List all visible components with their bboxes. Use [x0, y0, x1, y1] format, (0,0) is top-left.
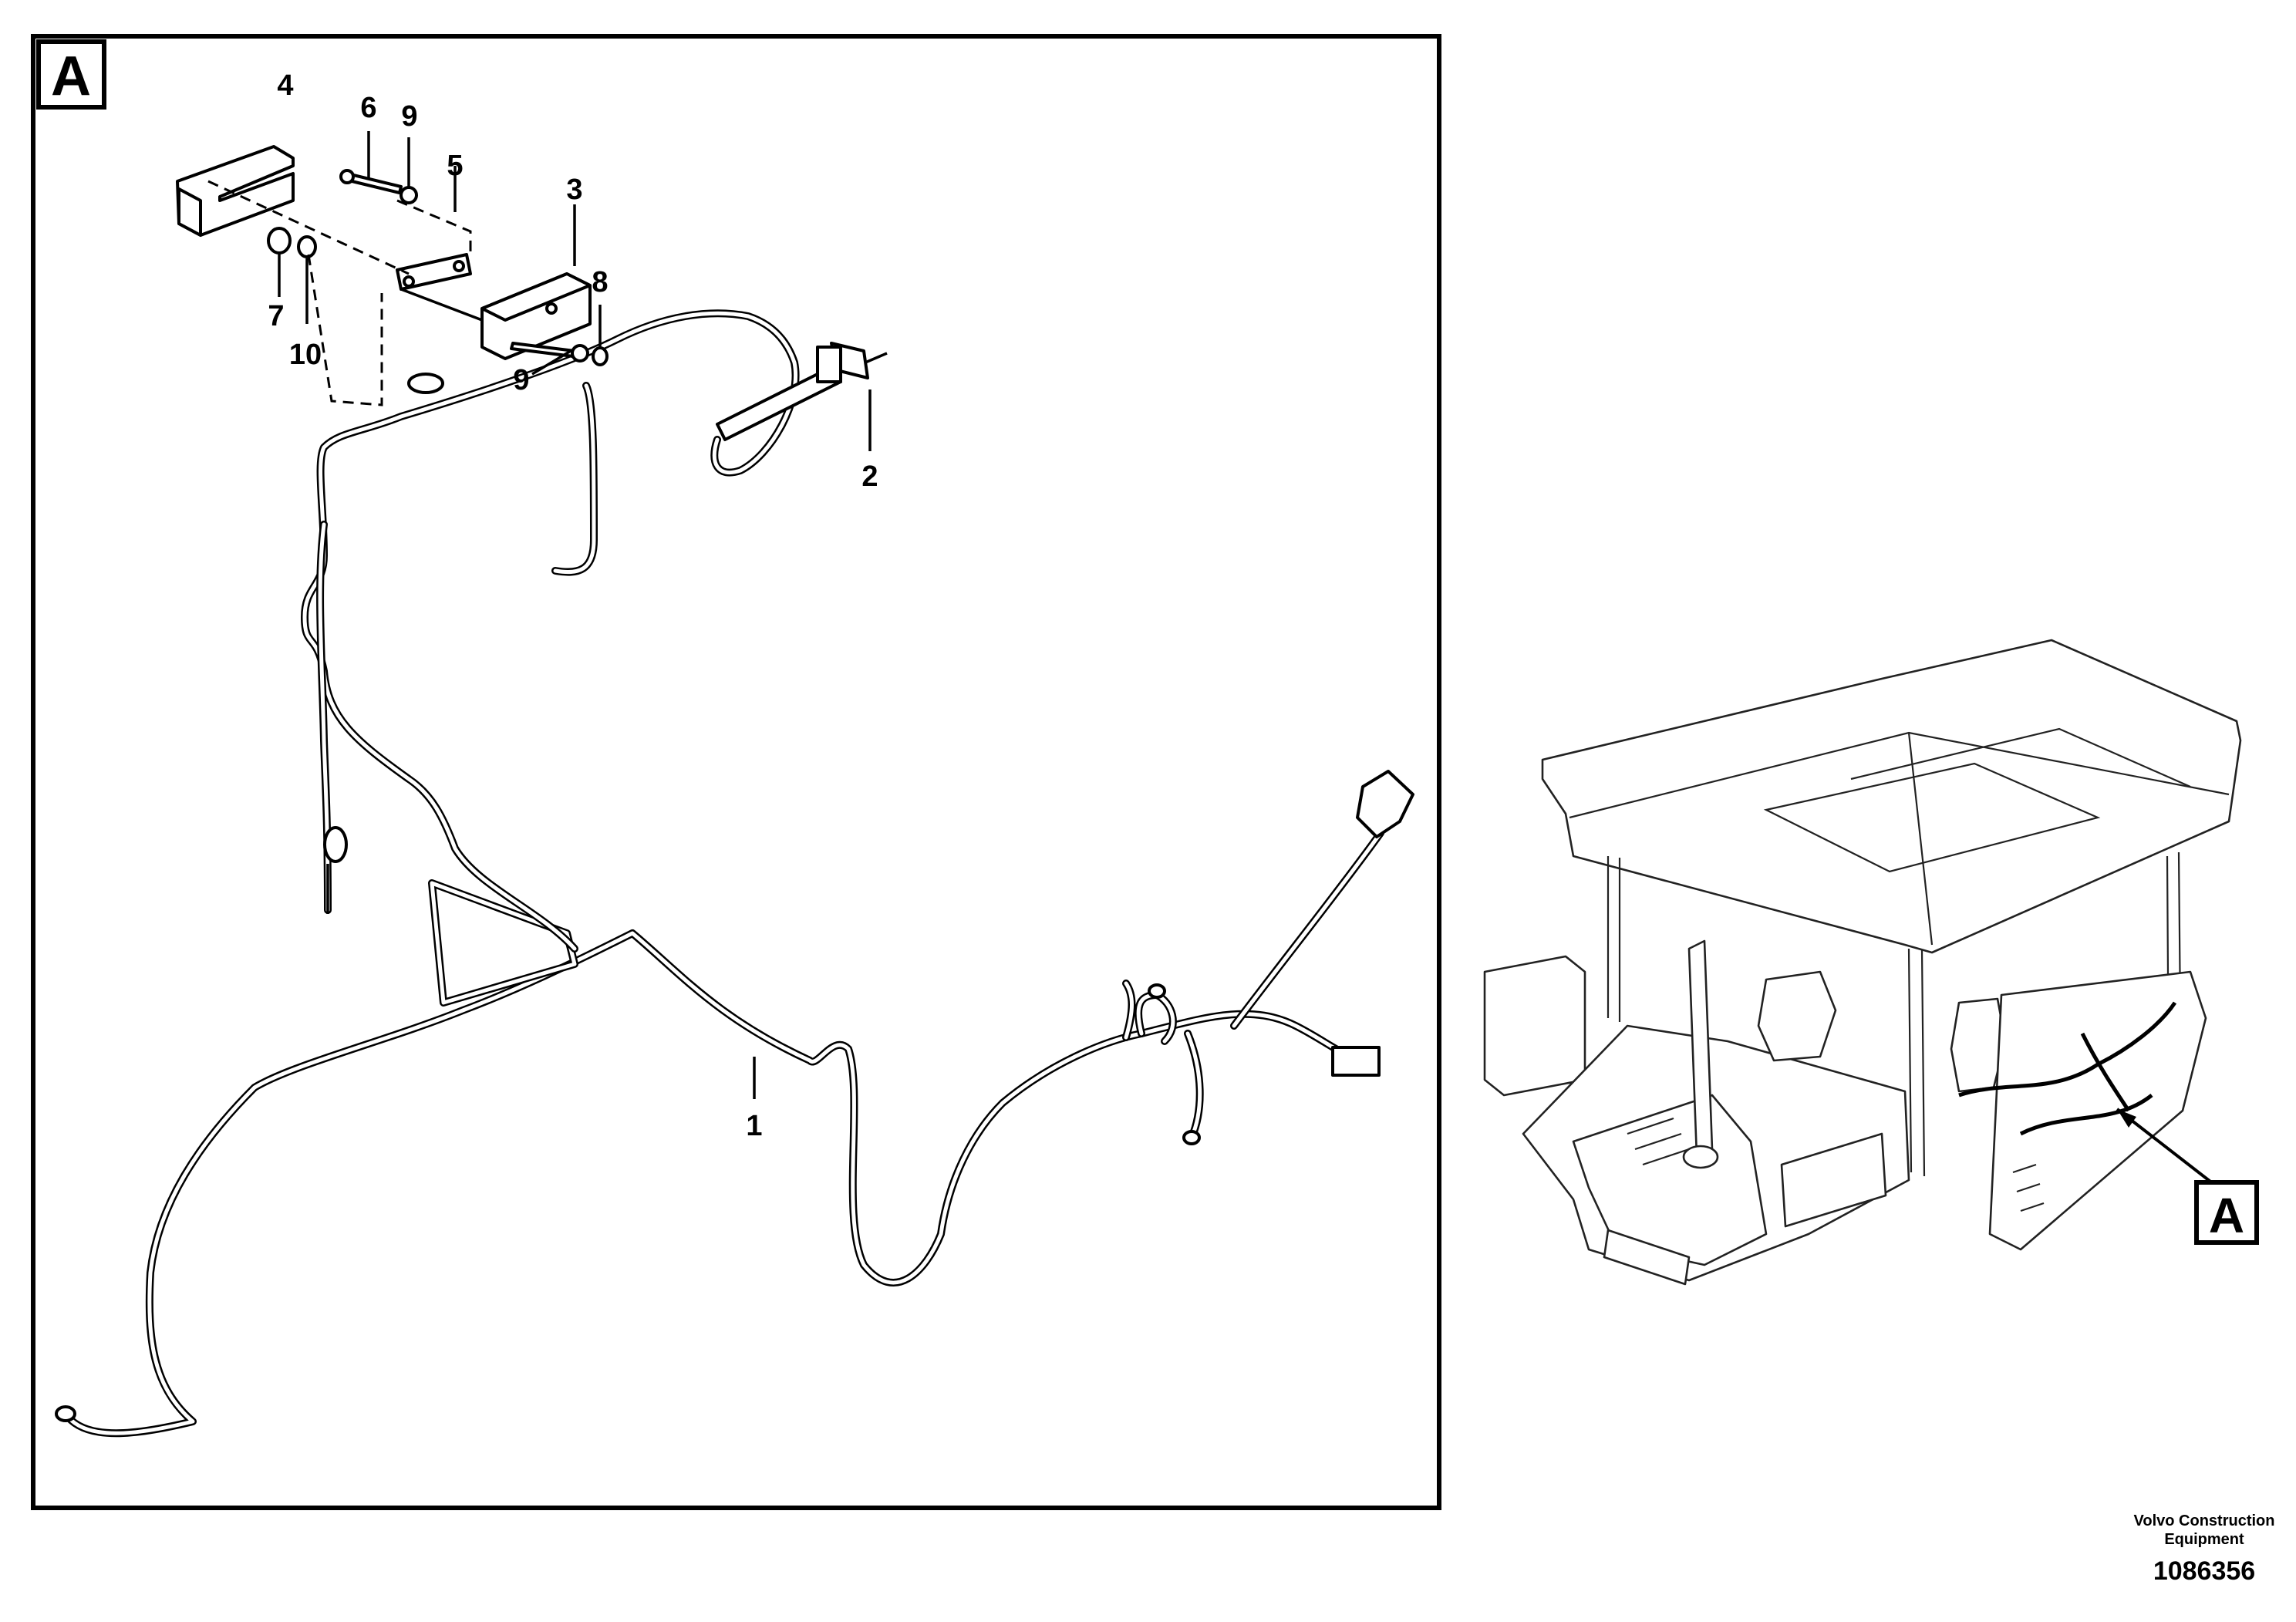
mounting-plate — [207, 180, 472, 406]
callout-4: 4 — [277, 69, 293, 102]
callout-labels: 1 2 3 4 5 6 7 8 9 9 10 — [268, 69, 878, 1142]
nut-and-washer — [267, 227, 317, 324]
wiring-harness — [62, 309, 1384, 1438]
screws-and-washers — [339, 131, 872, 1099]
machine-overview: A — [1483, 639, 2259, 1286]
overview-view-label: A — [2209, 1188, 2244, 1243]
callout-6: 6 — [360, 92, 376, 124]
company-name-line1: Volvo Construction — [2134, 1512, 2275, 1529]
detail-view-frame: A — [31, 34, 1441, 1510]
harness-terminals — [55, 373, 1414, 1422]
callout-5: 5 — [447, 150, 463, 182]
company-name-line2: Equipment — [2164, 1531, 2244, 1548]
callout-8: 8 — [592, 266, 608, 298]
toggle-switch — [716, 342, 888, 441]
callout-1: 1 — [746, 1110, 762, 1142]
mounting-bracket — [176, 145, 295, 237]
callout-2: 2 — [861, 460, 878, 493]
callout-7: 7 — [268, 300, 284, 332]
footer-block: Volvo Construction Equipment 1086356 — [2134, 1512, 2275, 1586]
callout-3: 3 — [566, 174, 582, 206]
detail-view-label: A — [51, 46, 91, 107]
relay-block — [400, 272, 592, 360]
callout-10: 10 — [289, 339, 322, 371]
callout-9-top: 9 — [401, 100, 417, 133]
callout-9-bottom: 9 — [513, 364, 529, 396]
drawing-number: 1086356 — [2153, 1556, 2255, 1586]
